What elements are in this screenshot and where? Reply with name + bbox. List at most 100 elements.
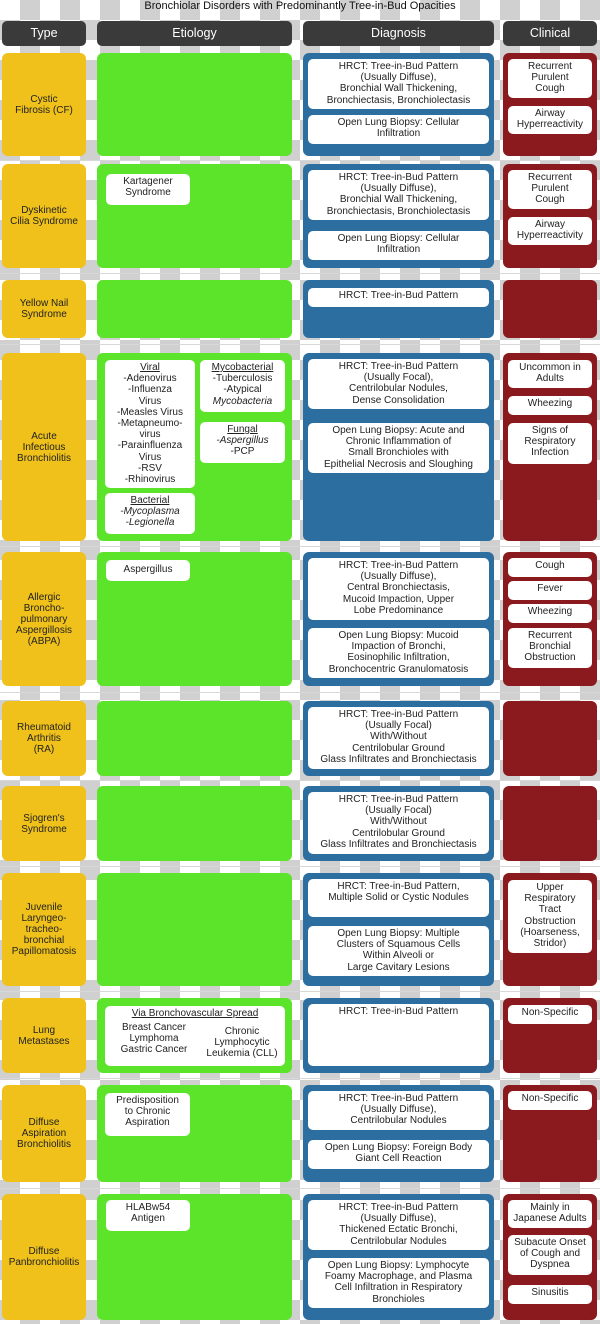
clinical-cell: Non-Specific bbox=[503, 998, 597, 1073]
clinical-cell bbox=[503, 786, 597, 861]
diagnosis-cell: HRCT: Tree-in-Bud Pattern(Usually Diffus… bbox=[303, 53, 494, 156]
clinical-box: Cough bbox=[508, 558, 592, 577]
header-type: Type bbox=[2, 21, 86, 46]
diagnosis-cell: HRCT: Tree-in-Bud Pattern(Usually Focal)… bbox=[303, 701, 494, 776]
hrct-box: HRCT: Tree-in-Bud Pattern(Usually Focal)… bbox=[308, 792, 489, 854]
diagnosis-cell: HRCT: Tree-in-Bud Pattern(Usually Diffus… bbox=[303, 552, 494, 686]
row-divider bbox=[0, 160, 600, 161]
row-divider bbox=[0, 1188, 600, 1189]
header-clinical: Clinical bbox=[503, 21, 597, 46]
diagnosis-cell: HRCT: Tree-in-Bud Pattern(Usually Diffus… bbox=[303, 1194, 494, 1320]
hrct-box: HRCT: Tree-in-Bud Pattern(Usually Diffus… bbox=[308, 1091, 489, 1130]
hrct-box: HRCT: Tree-in-Bud Pattern(Usually Diffus… bbox=[308, 170, 489, 220]
clinical-box: Non-Specific bbox=[508, 1091, 592, 1110]
clinical-cell bbox=[503, 701, 597, 776]
row-divider bbox=[0, 780, 600, 781]
etiology-cell: Aspergillus bbox=[97, 552, 292, 686]
row-divider bbox=[0, 991, 600, 992]
bacterial-box: Bacterial -Mycoplasma-Legionella bbox=[105, 493, 195, 534]
row-divider bbox=[0, 344, 600, 345]
row-divider bbox=[0, 1078, 600, 1079]
diagnosis-cell: HRCT: Tree-in-Bud Pattern(Usually Focal)… bbox=[303, 353, 494, 541]
hrct-box: HRCT: Tree-in-Bud Pattern(Usually Diffus… bbox=[308, 558, 489, 620]
clinical-box: Non-Specific bbox=[508, 1005, 592, 1024]
hrct-box: HRCT: Tree-in-Bud Pattern(Usually Diffus… bbox=[308, 1200, 489, 1250]
hrct-box: HRCT: Tree-in-Bud Pattern(Usually Focal)… bbox=[308, 359, 489, 409]
diagnosis-cell: HRCT: Tree-in-Bud Pattern(Usually Diffus… bbox=[303, 164, 494, 268]
diagnosis-cell: HRCT: Tree-in-Bud Pattern bbox=[303, 998, 494, 1073]
diagnosis-cell: HRCT: Tree-in-Bud Pattern,Multiple Solid… bbox=[303, 873, 494, 986]
etiology-cell bbox=[97, 701, 292, 776]
clinical-box: Wheezing bbox=[508, 396, 592, 415]
etiology-cell bbox=[97, 53, 292, 156]
hrct-box: HRCT: Tree-in-Bud Pattern(Usually Focal)… bbox=[308, 707, 489, 769]
etiology-box: Aspergillus bbox=[106, 560, 190, 581]
etiology-cell: Via Bronchovascular Spread Breast Cancer… bbox=[97, 998, 292, 1073]
hrct-box: HRCT: Tree-in-Bud Pattern,Multiple Solid… bbox=[308, 879, 489, 917]
hrct-box: HRCT: Tree-in-Bud Pattern(Usually Diffus… bbox=[308, 59, 489, 109]
clinical-box: Sinusitis bbox=[508, 1285, 592, 1304]
page-title: Bronchiolar Disorders with Predominantly… bbox=[144, 0, 456, 12]
etiology-cell bbox=[97, 873, 292, 986]
row-divider bbox=[0, 692, 600, 693]
diagnosis-cell: HRCT: Tree-in-Bud Pattern(Usually Diffus… bbox=[303, 1085, 494, 1182]
hrct-box: HRCT: Tree-in-Bud Pattern bbox=[308, 1004, 489, 1066]
row-divider bbox=[0, 273, 600, 274]
clinical-cell bbox=[503, 280, 597, 338]
clinical-cell: Non-Specific bbox=[503, 1085, 597, 1182]
hrct-box: HRCT: Tree-in-Bud Pattern bbox=[308, 288, 489, 307]
clinical-box: Wheezing bbox=[508, 604, 592, 623]
etiology-box: Via Bronchovascular Spread Breast Cancer… bbox=[105, 1006, 285, 1066]
etiology-cell bbox=[97, 786, 292, 861]
header-diagnosis: Diagnosis bbox=[303, 21, 494, 46]
